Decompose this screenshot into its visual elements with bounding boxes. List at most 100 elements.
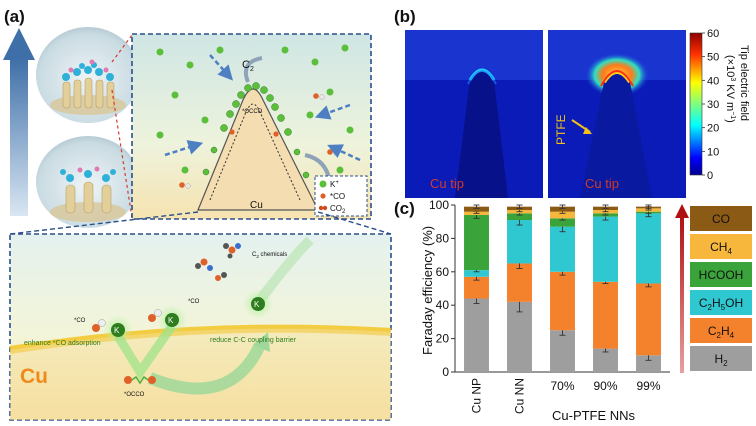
bar-segment-c2h5oh: [550, 226, 575, 272]
bar-segment-c2h4: [593, 281, 618, 349]
stacked-bar-chart: 0 20 40 60 80 100 Cu NP Cu NN 70% 90% 99%: [429, 198, 670, 414]
nanoneedle-sphere-bottom: [36, 136, 140, 228]
cu-surface-label: Cu: [20, 365, 48, 388]
y-tick-label: 40: [436, 298, 450, 312]
legend-label-hcooh: HCOOH: [699, 268, 744, 282]
colorbar-unit: (×103 KV m−1): [724, 55, 736, 123]
cu-tip-label-left: Cu tip: [430, 176, 464, 191]
bar-segment-h2: [507, 301, 532, 372]
bar-segment-h2: [550, 330, 575, 372]
bar-segment-hcooh: [550, 218, 575, 227]
y-tick-label: 60: [436, 265, 450, 279]
bar-segment-hcooh: [464, 215, 489, 271]
legend-co-label: *CO: [330, 192, 345, 201]
y-tick-label: 20: [436, 332, 450, 346]
legend-label-co: CO: [712, 212, 730, 226]
trend-arrow: [675, 204, 689, 373]
bar-segment-h2: [593, 348, 618, 372]
x-tick-label: Cu NP: [470, 378, 484, 413]
k-ions-detail: K K K: [111, 297, 265, 337]
co-label-left: *CO: [74, 318, 86, 324]
legend-swatch-c2h5oh: [690, 290, 752, 315]
bar-segment-c2h5oh: [507, 220, 532, 264]
bar-segment-h2: [636, 355, 661, 372]
zoom-connector-lines: [9, 211, 392, 235]
colorbar-title: Tip electric field: [738, 45, 750, 121]
ptfe-label: PTFE: [554, 114, 568, 145]
panel-b-label: (b): [394, 7, 416, 26]
bar-segment-h2: [464, 298, 489, 372]
x-tick-label: Cu NN: [513, 378, 527, 414]
colorbar-tick-label: 40: [707, 75, 719, 87]
cu-tip-label-right: Cu tip: [585, 176, 619, 191]
panel-a: C2 *OCCO Cu K+ *CO CO2: [3, 27, 392, 421]
floating-k-ions: [156, 44, 354, 174]
bar-segment-c2h5oh: [464, 270, 489, 277]
svg-text:K: K: [254, 300, 260, 309]
nanoneedle-sphere-top: [36, 27, 140, 123]
product-c2-label: C2: [242, 59, 254, 73]
colorbar-tick-label: 50: [707, 52, 719, 64]
svg-text:K: K: [168, 316, 174, 325]
co-molecules-detail: [92, 309, 162, 385]
bar-segment-c2h5oh: [636, 213, 661, 284]
bar-segment-c2h5oh: [593, 216, 618, 282]
k-ion-layer: [202, 82, 310, 179]
legend-swatch-c2h4: [690, 318, 752, 343]
x-tick-label: 99%: [636, 379, 660, 393]
panel-b: Cu tip Cu tip PTFE 60 50 40 30 20 10 0 Tip ele…: [405, 28, 750, 198]
colorbar-tick-label: 60: [707, 28, 719, 40]
legend-k-label: K+: [330, 180, 339, 189]
legend-swatch-h2: [690, 346, 752, 371]
co-legend-marker: [320, 193, 326, 199]
legend-label-c2h4: C2H4: [708, 324, 735, 340]
y-tick-label: 100: [429, 198, 449, 212]
adsorption-label: enhance *CO adsorption: [24, 340, 101, 347]
bar-segment-c2h4: [464, 276, 489, 299]
legend-label-c2h5oh: C2H5OH: [699, 296, 743, 312]
bar-segment-c2h4: [550, 271, 575, 331]
c2-chemicals-label: C2 chemicals: [252, 252, 287, 259]
c2-chemicals-molecules: [195, 243, 241, 281]
y-axis-title: Faraday efficiency (%): [420, 226, 435, 355]
field-arrows: [164, 54, 361, 162]
mechanism-detail-box: K K K C2 chemicals *CO *CO enhance *CO: [9, 233, 392, 421]
colorbar-tick-label: 10: [707, 146, 719, 158]
panel-c-label: (c): [394, 199, 415, 218]
legend-co2-label: CO2: [330, 204, 346, 215]
mechanism-zoom-box: C2 *OCCO Cu K+ *CO CO2: [131, 33, 372, 220]
legend-label-h2: H2: [714, 352, 728, 368]
legend-swatch-hcooh: [690, 262, 752, 287]
field-colorbar: 60 50 40 30 20 10 0 Tip electric field (×103 K…: [689, 28, 750, 182]
legend-swatch-co: [690, 206, 752, 231]
x-tick-label: 70%: [550, 379, 574, 393]
y-tick-label: 80: [436, 231, 450, 245]
species-legend: K+ *CO CO2: [314, 175, 368, 217]
colorbar-tick-label: 30: [707, 99, 719, 111]
k-legend-marker: [319, 180, 327, 188]
y-tick-label: 0: [442, 365, 449, 379]
legend-label-ch4: CH4: [710, 240, 732, 256]
coupling-arrow: [147, 342, 266, 395]
x-tick-label: 90%: [593, 379, 617, 393]
coupling-barrier-label: reduce C-C coupling barrier: [210, 337, 297, 344]
occo-label: *OCCO: [242, 109, 263, 115]
panel-a-label: (a): [4, 7, 25, 26]
colorbar-tick-label: 0: [707, 170, 713, 182]
bar-segment-co: [464, 206, 489, 212]
colorbar-tick-label: 20: [707, 123, 719, 135]
legend-swatch-ch4: [690, 234, 752, 259]
bar-segment-ch4: [550, 211, 575, 219]
bar-segment-hcooh: [507, 213, 532, 221]
group-axis-label: Cu-PTFE NNs: [552, 408, 636, 423]
bar-segment-c2h4: [507, 263, 532, 302]
panel-c: Faraday efficiency (%) 0 20 40 60 80 100 Cu NP…: [420, 198, 752, 423]
cu-tip-label: Cu: [250, 200, 263, 211]
bar-segment-co: [550, 206, 575, 212]
co2-legend-marker: [318, 205, 324, 211]
electric-field-arrow: [3, 28, 35, 216]
occo-detail-label: *OCCO: [124, 392, 145, 398]
bar-segment-c2h4: [636, 283, 661, 356]
